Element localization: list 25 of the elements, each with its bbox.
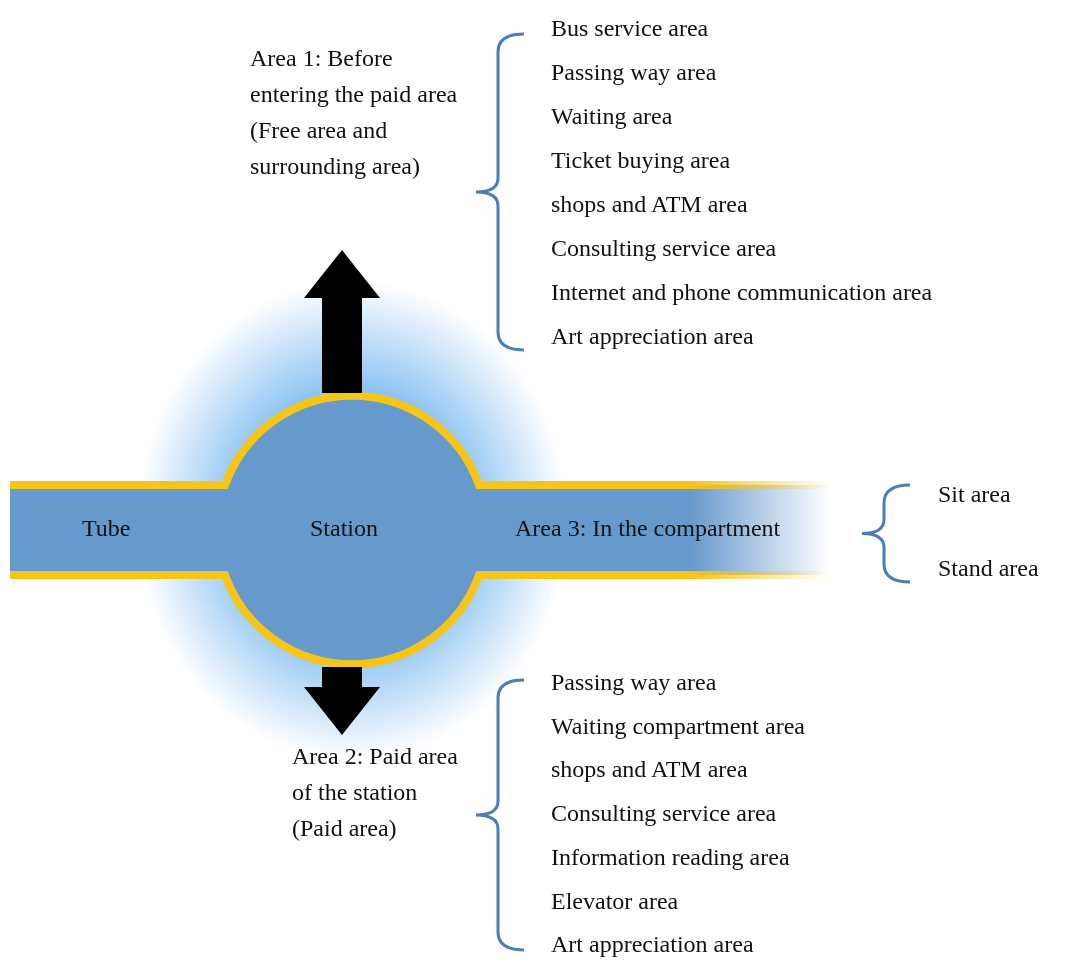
area-heading: Area 1: Before entering the paid area (Free area and surrounding area) (250, 44, 459, 181)
list-item: Information reading area (551, 842, 790, 872)
list-item: Art appreciation area (551, 930, 754, 960)
shape-label: Station (310, 514, 378, 543)
list-item: Ticket buying area (551, 146, 731, 175)
list-item: Art appreciation area (551, 322, 754, 351)
list-item: Stand area (938, 554, 1039, 583)
list-item: Sit area (938, 480, 1011, 509)
list-item: Elevator area (551, 886, 679, 916)
list-item: Consulting service area (551, 799, 777, 829)
list-item: Passing way area (551, 58, 717, 87)
shape-label: Area 3: In the compartment (515, 514, 781, 543)
block-arrow (304, 250, 380, 393)
tube-station-shape (10, 395, 830, 667)
shape-label: Tube (82, 514, 131, 543)
list-item: Waiting area (551, 102, 673, 131)
list-item: Bus service area (551, 14, 709, 43)
list-item: Passing way area (551, 668, 717, 697)
list-item: Waiting compartment area (551, 711, 805, 741)
list-item: shops and ATM area (551, 190, 748, 219)
list-item: shops and ATM area (551, 755, 748, 785)
block-arrow (304, 667, 380, 735)
list-item: Internet and phone communication area (551, 278, 933, 307)
area-heading: Area 2: Paid area of the station (Paid area) (292, 742, 459, 843)
list-item: Consulting service area (551, 234, 777, 263)
